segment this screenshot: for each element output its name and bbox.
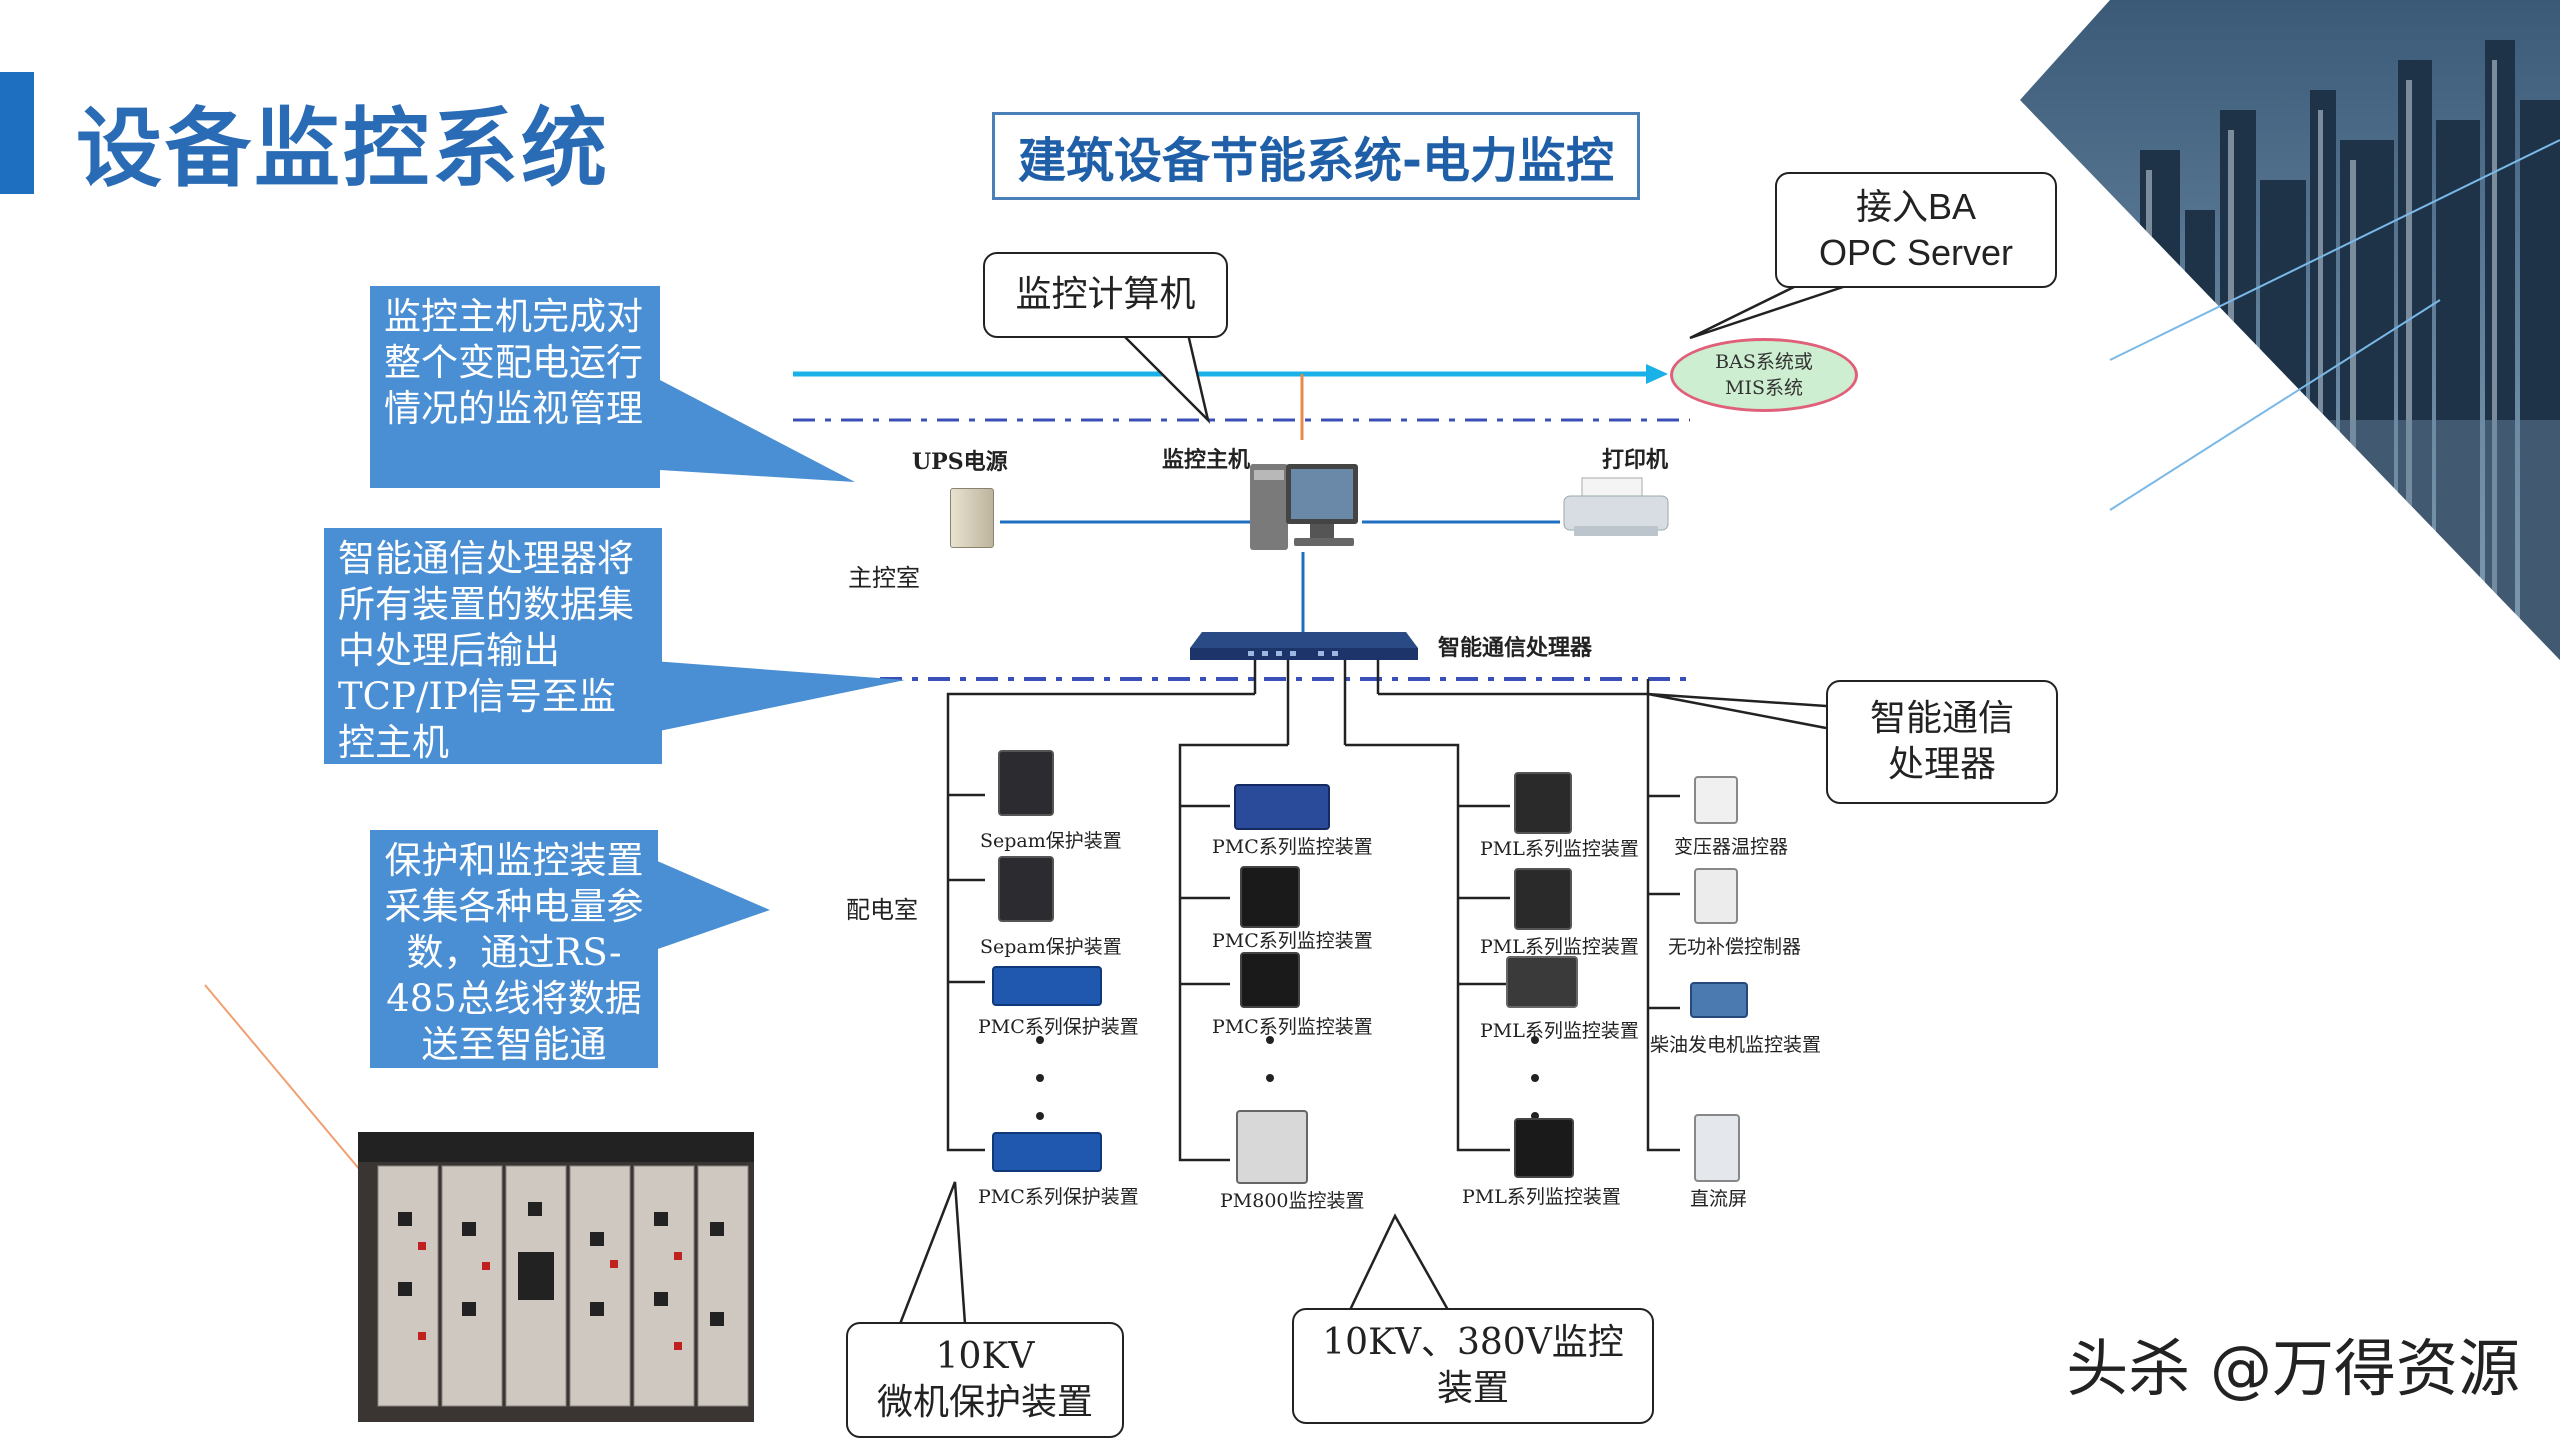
col3-label-1: PML系列监控装置 <box>1480 838 1639 860</box>
decorative-line <box>204 984 361 1171</box>
col2-label-1: PMC系列监控装置 <box>1212 836 1373 858</box>
col3-label-4: PML系列监控装置 <box>1462 1186 1621 1208</box>
printer-icon <box>1563 477 1669 536</box>
col3-label-3: PML系列监控装置 <box>1480 1020 1639 1042</box>
sepam-device-icon <box>998 856 1054 922</box>
callout-monitor-computer: 监控计算机 <box>983 252 1228 338</box>
col1-label-4: PMC系列保护装置 <box>978 1186 1139 1208</box>
pmc-monitor-device-icon <box>1240 952 1300 1008</box>
col2-label-2: PMC系列监控装置 <box>1212 930 1373 952</box>
col2-label-4: PM800监控装置 <box>1220 1190 1365 1212</box>
network-switch-icon <box>1190 632 1418 660</box>
comm-processor-label: 智能通信处理器 <box>1438 635 1593 661</box>
switchgear-photo <box>358 1132 754 1422</box>
callout-monitor-dev-line2: 装置 <box>1436 1368 1509 1409</box>
pmc-monitor-device-icon <box>1240 866 1300 928</box>
pml-device-icon <box>1514 868 1572 930</box>
control-room-label: 主控室 <box>848 564 920 592</box>
col1-label-3: PMC系列保护装置 <box>978 1016 1139 1038</box>
bas-label-line2: MIS系统 <box>1725 377 1803 399</box>
sepam-device-icon <box>998 750 1054 816</box>
pml-device-icon <box>1514 772 1572 834</box>
col4-label-1: 变压器温控器 <box>1674 836 1789 858</box>
diagram-title: 建筑设备节能系统-电力监控 <box>992 112 1640 200</box>
info-box-host: 监控主机完成对整个变配电运行情况的监视管理 <box>370 286 660 488</box>
callout-comm-processor: 智能通信 处理器 <box>1826 680 2058 804</box>
transformer-controller-icon <box>1694 776 1738 824</box>
callout-relay-protection: 10KV 微机保护装置 <box>846 1322 1124 1438</box>
col1-label-1: Sepam保护装置 <box>980 830 1122 852</box>
title-accent-bar <box>0 72 34 194</box>
callout-ba-line1: 接入BA <box>1855 186 1977 227</box>
computer-icon <box>1250 464 1358 550</box>
ups-icon <box>950 488 994 548</box>
pmc-protection-device-icon <box>992 966 1102 1006</box>
dc-panel-icon <box>1694 1114 1740 1182</box>
city-skyline-image <box>2020 0 2560 660</box>
pmc-protection-device-icon <box>992 1132 1102 1172</box>
callout-monitor-computer-label: 监控计算机 <box>1015 274 1196 315</box>
slide-title: 设备监控系统 <box>76 99 610 199</box>
callout-relay-line2: 微机保护装置 <box>876 1382 1093 1423</box>
callout-ba-line2: OPC Server <box>1818 232 2014 273</box>
callout-relay-line1: 10KV <box>935 1336 1035 1377</box>
col4-label-2: 无功补偿控制器 <box>1668 936 1802 958</box>
distribution-room-label: 配电室 <box>846 896 918 924</box>
host-label: 监控主机 <box>1162 447 1251 473</box>
pmc-monitor-device-icon <box>1234 784 1330 830</box>
generator-monitor-icon <box>1690 982 1748 1018</box>
printer-label: 打印机 <box>1602 447 1669 473</box>
callout-monitor-dev-line1: 10KV、380V监控 <box>1322 1322 1624 1363</box>
reactive-compensation-icon <box>1694 868 1738 924</box>
info-box-processor: 智能通信处理器将所有装置的数据集中处理后输出TCP/IP信号至监控主机 <box>324 528 662 764</box>
callout-ba-opc: 接入BA OPC Server <box>1775 172 2057 288</box>
bas-label-line1: BAS系统或 <box>1715 351 1813 373</box>
callout-processor-line1: 智能通信 <box>1869 698 2014 739</box>
col3-label-2: PML系列监控装置 <box>1480 936 1639 958</box>
col1-label-2: Sepam保护装置 <box>980 936 1122 958</box>
watermark: 头杀 @万得资源 <box>2066 1332 2520 1405</box>
callout-monitor-devices: 10KV、380V监控 装置 <box>1292 1308 1654 1424</box>
col4-label-3: 柴油发电机监控装置 <box>1650 1034 1822 1056</box>
pm800-device-icon <box>1236 1110 1308 1184</box>
ups-label: UPS电源 <box>912 449 1008 475</box>
bas-mis-system: BAS系统或 MIS系统 <box>1670 338 1858 412</box>
col4-label-4: 直流屏 <box>1690 1188 1748 1210</box>
callout-processor-line2: 处理器 <box>1887 744 1996 785</box>
col2-label-3: PMC系列监控装置 <box>1212 1016 1373 1038</box>
info-box-devices: 保护和监控装置采集各种电量参数，通过RS-485总线将数据送至智能通 <box>370 830 658 1068</box>
pml-device-icon <box>1514 1118 1574 1178</box>
pml-device-icon <box>1506 956 1578 1008</box>
